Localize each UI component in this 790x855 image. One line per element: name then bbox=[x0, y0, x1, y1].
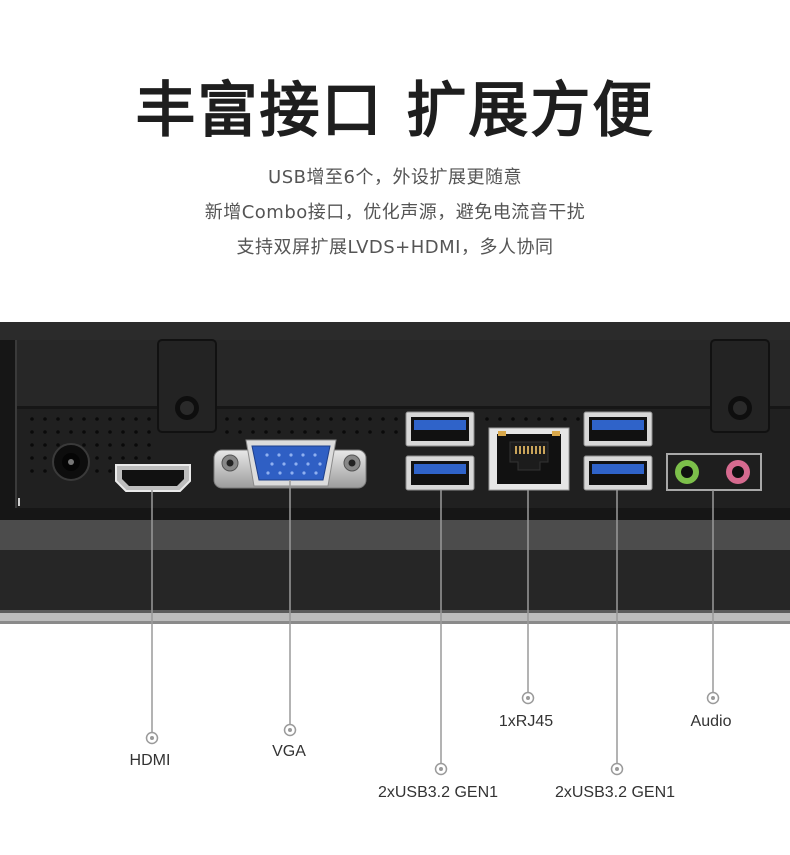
subtitle-line-3: 支持双屏扩展LVDS+HDMI，多人协同 bbox=[236, 237, 554, 258]
label-hdmi: HDMI bbox=[129, 752, 171, 769]
subtitle-line-1: USB增至6个，外设扩展更随意 bbox=[268, 167, 522, 188]
page-title: 丰富接口 扩展方便 bbox=[135, 76, 655, 146]
usb-stack-left bbox=[405, 411, 475, 491]
label-rj45: 1xRJ45 bbox=[498, 713, 554, 730]
label-audio: Audio bbox=[690, 713, 732, 730]
label-usb-right: 2xUSB3.2 GEN1 bbox=[554, 784, 676, 801]
dc-power-jack bbox=[52, 443, 90, 481]
subtitle-line-2: 新增Combo接口，优化声源，避免电流音干扰 bbox=[204, 202, 586, 223]
marker-usb-right bbox=[610, 762, 624, 776]
label-usb-left: 2xUSB3.2 GEN1 bbox=[377, 784, 499, 801]
usb-stack-right bbox=[583, 411, 653, 491]
mount-bracket-right bbox=[710, 339, 770, 433]
label-vga: VGA bbox=[272, 743, 306, 760]
vga-port bbox=[213, 439, 367, 489]
marker-hdmi bbox=[145, 731, 159, 745]
marker-audio bbox=[706, 691, 720, 705]
marker-vga bbox=[283, 723, 297, 737]
rj45-port bbox=[488, 427, 570, 491]
audio-jacks bbox=[666, 453, 762, 491]
marker-rj45 bbox=[521, 691, 535, 705]
hdmi-port bbox=[115, 464, 191, 492]
device-back-panel bbox=[0, 322, 790, 624]
marker-usb-left bbox=[434, 762, 448, 776]
mount-bracket-left bbox=[157, 339, 217, 433]
